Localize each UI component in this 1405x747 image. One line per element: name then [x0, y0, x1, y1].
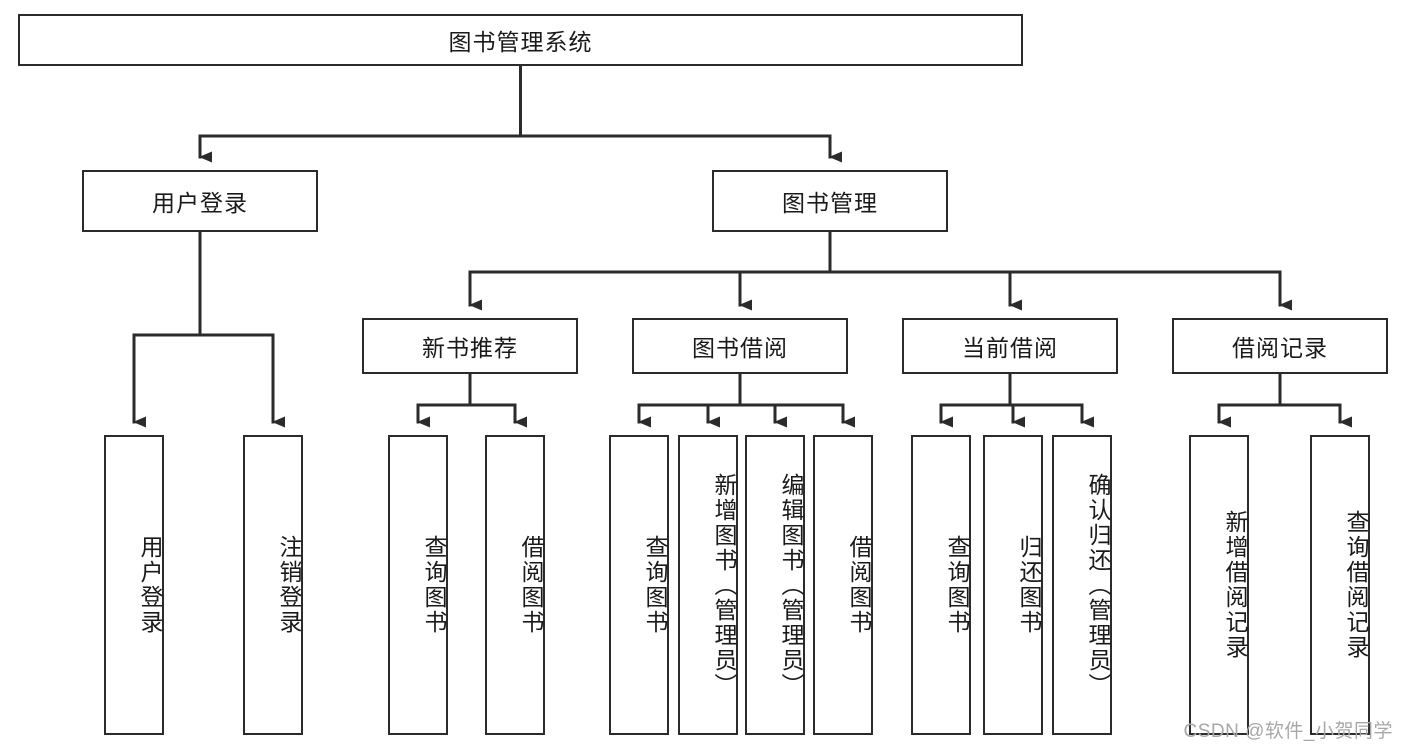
node-current-borrow-label: 当前借阅	[962, 335, 1058, 361]
node-leaf-logout[interactable]: 注销登录	[243, 435, 303, 735]
node-book-manage[interactable]: 图书管理	[712, 170, 948, 232]
node-leaf-add-record-label: 新增借阅记录	[1222, 510, 1248, 660]
node-leaf-borrow-book-1-label: 借阅图书	[518, 535, 544, 635]
node-leaf-logout-label: 注销登录	[276, 535, 302, 635]
node-leaf-confirm-return[interactable]: 确认归还（管理员）	[1052, 435, 1112, 735]
node-leaf-user-login-label: 用户登录	[137, 535, 163, 635]
node-book-borrow[interactable]: 图书借阅	[632, 318, 848, 374]
node-leaf-add-record[interactable]: 新增借阅记录	[1189, 435, 1249, 735]
node-leaf-query-book-2-label: 查询图书	[642, 535, 668, 635]
node-leaf-return-book-label: 归还图书	[1016, 535, 1042, 635]
node-borrow-record-label: 借阅记录	[1232, 335, 1328, 361]
node-new-book-rec[interactable]: 新书推荐	[362, 318, 578, 374]
node-leaf-query-record[interactable]: 查询借阅记录	[1310, 435, 1370, 735]
node-leaf-add-book-label: 新增图书（管理员）	[711, 472, 737, 698]
node-leaf-borrow-book-2[interactable]: 借阅图书	[813, 435, 873, 735]
node-leaf-user-login[interactable]: 用户登录	[104, 435, 164, 735]
node-leaf-borrow-book-1[interactable]: 借阅图书	[485, 435, 545, 735]
node-book-manage-label: 图书管理	[782, 190, 878, 216]
node-leaf-return-book[interactable]: 归还图书	[983, 435, 1043, 735]
node-new-book-rec-label: 新书推荐	[422, 335, 518, 361]
node-leaf-query-book-1-label: 查询图书	[421, 535, 447, 635]
node-borrow-record[interactable]: 借阅记录	[1172, 318, 1388, 374]
node-leaf-borrow-book-2-label: 借阅图书	[846, 535, 872, 635]
node-leaf-edit-book[interactable]: 编辑图书（管理员）	[745, 435, 805, 735]
node-leaf-query-book-1[interactable]: 查询图书	[388, 435, 448, 735]
node-root-system[interactable]: 图书管理系统	[18, 14, 1023, 66]
node-leaf-query-record-label: 查询借阅记录	[1343, 510, 1369, 660]
node-current-borrow[interactable]: 当前借阅	[902, 318, 1118, 374]
node-leaf-query-book-3[interactable]: 查询图书	[911, 435, 971, 735]
node-book-borrow-label: 图书借阅	[692, 335, 788, 361]
node-leaf-query-book-3-label: 查询图书	[944, 535, 970, 635]
node-leaf-query-book-2[interactable]: 查询图书	[609, 435, 669, 735]
node-leaf-confirm-return-label: 确认归还（管理员）	[1085, 472, 1111, 698]
watermark-text: CSDN @软件_小贺同学	[1183, 721, 1393, 742]
node-leaf-edit-book-label: 编辑图书（管理员）	[778, 472, 804, 698]
node-root-label: 图书管理系统	[448, 29, 593, 55]
node-user-login[interactable]: 用户登录	[82, 170, 318, 232]
node-user-login-label: 用户登录	[152, 190, 248, 216]
node-leaf-add-book[interactable]: 新增图书（管理员）	[678, 435, 738, 735]
